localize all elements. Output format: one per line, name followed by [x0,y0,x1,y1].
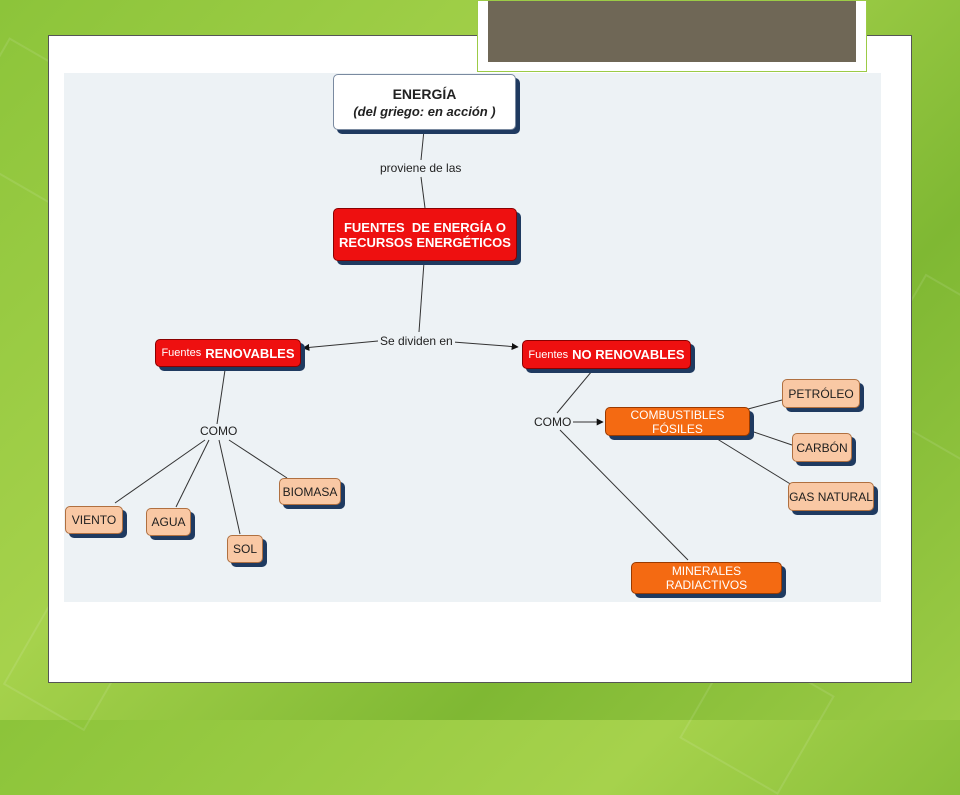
node-energia-title: ENERGÍA [392,85,457,102]
node-viento: VIENTO [65,506,123,534]
node-no-renovables: Fuentes NO RENOVABLES [522,340,691,369]
link-label-divide: Se dividen en [378,334,455,348]
node-fuentes-line1: FUENTES DE ENERGÍA O [343,219,507,235]
node-no-renovables-prefix: Fuentes [528,348,569,361]
node-gas-natural-label: GAS NATURAL [789,489,873,504]
node-renovables-label: RENOVABLES [205,345,295,361]
node-petroleo-label: PETRÓLEO [788,386,854,401]
node-gas-natural: GAS NATURAL [788,482,874,511]
node-sol: SOL [227,535,263,563]
link-label-como-right: COMO [532,415,574,429]
node-carbon: CARBÓN [792,433,852,462]
node-fuentes-line2: RECURSOS ENERGÉTICOS [339,234,511,250]
link-label-como-left: COMO [198,424,240,438]
node-no-renovables-label: NO RENOVABLES [572,347,685,362]
node-viento-label: VIENTO [71,513,117,527]
node-petroleo: PETRÓLEO [782,379,860,408]
node-carbon-label: CARBÓN [796,440,848,455]
node-biomasa: BIOMASA [279,478,341,505]
node-combustibles-fosiles: COMBUSTIBLES FÓSILES [605,407,750,436]
node-renovables-prefix: Fuentes [161,347,202,359]
node-minerales-radiactivos-label: MINERALES RADIACTIVOS [665,564,748,592]
node-minerales-radiactivos: MINERALES RADIACTIVOS [631,562,782,594]
node-agua-label: AGUA [151,515,186,529]
node-fuentes-energia: FUENTES DE ENERGÍA O RECURSOS ENERGÉTICO… [333,208,517,261]
title-placeholder-fill [488,1,856,62]
link-label-proviene: proviene de las [378,161,464,175]
title-placeholder [477,0,867,72]
node-energia-subtitle: (del griego: en acción ) [353,103,496,119]
node-renovables: Fuentes RENOVABLES [155,339,301,367]
node-combustibles-fosiles-label: COMBUSTIBLES FÓSILES [630,407,725,436]
node-agua: AGUA [146,508,191,536]
node-sol-label: SOL [232,542,257,556]
node-biomasa-label: BIOMASA [282,484,338,499]
node-energia: ENERGÍA (del griego: en acción ) [333,74,516,130]
concept-map-canvas [64,73,881,602]
